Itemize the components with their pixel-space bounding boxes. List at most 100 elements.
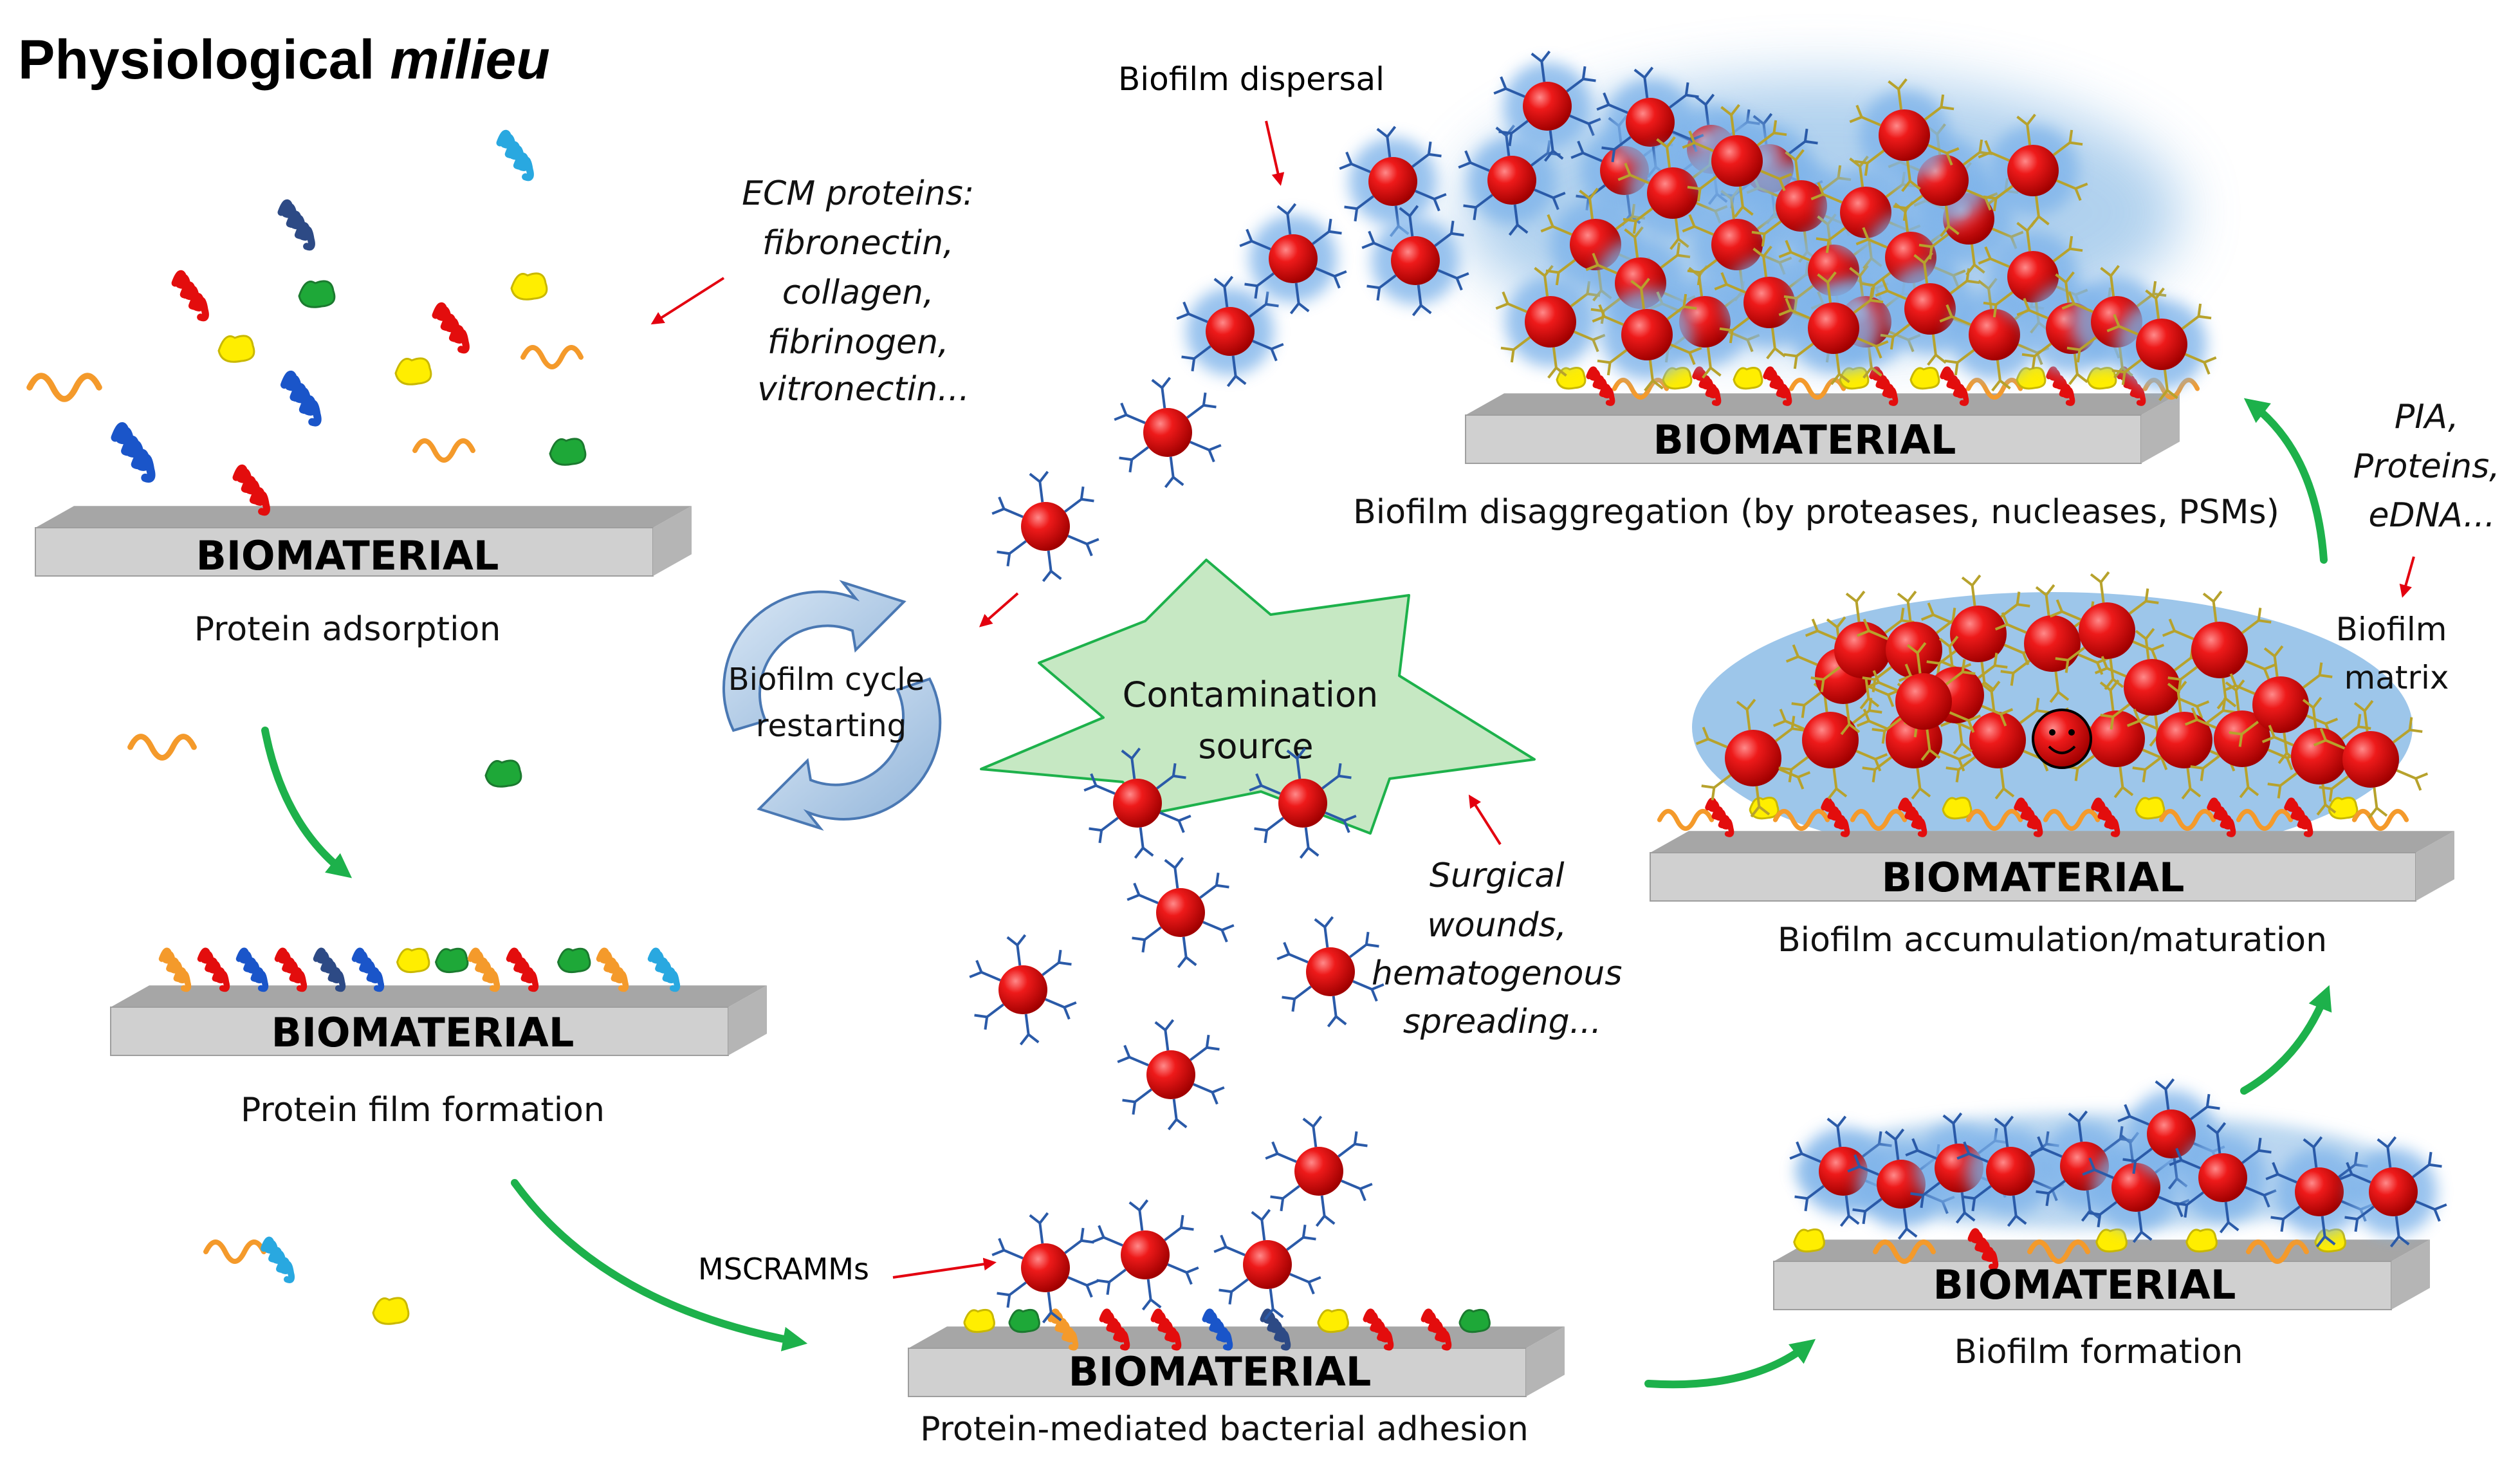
protein-icon bbox=[1421, 1308, 1452, 1351]
protein-icon bbox=[1967, 1228, 1999, 1270]
bacterium-icon bbox=[1114, 376, 1222, 488]
protein-icon bbox=[217, 335, 255, 363]
adhesin-icon bbox=[1805, 590, 1920, 710]
contamination-star bbox=[980, 559, 1536, 835]
bacterium-icon bbox=[1176, 275, 1284, 387]
protein-icon bbox=[2086, 367, 2117, 390]
protein-icon bbox=[298, 280, 336, 308]
pia-pointer-arrow bbox=[2399, 556, 2415, 598]
adhesion-to-formation-arrow bbox=[1644, 1339, 1816, 1389]
protein-icon bbox=[2328, 797, 2359, 820]
matrix-note: Biofilm matrix bbox=[2336, 611, 2458, 696]
protein-icon bbox=[1317, 1308, 1349, 1333]
bacterium-icon bbox=[1866, 642, 1982, 761]
adhesin-icon bbox=[1495, 264, 1606, 379]
pointer-arrows bbox=[650, 120, 2415, 1279]
protein-icon bbox=[1733, 367, 1763, 390]
adhesin-icon bbox=[2313, 700, 2429, 819]
adhesin-icon bbox=[1978, 113, 2088, 228]
decorations bbox=[26, 129, 2409, 1351]
mscramms-label: MSCRAMMs bbox=[698, 1252, 869, 1286]
bacterium-icon bbox=[1495, 264, 1606, 379]
adhesin-icon bbox=[1592, 277, 1702, 392]
protein-icon bbox=[274, 947, 308, 992]
protein-icon bbox=[1657, 809, 1715, 831]
protein-icon bbox=[412, 438, 475, 463]
film-to-adhesion-arrow bbox=[511, 1179, 808, 1351]
protein-icon bbox=[2207, 797, 2236, 837]
bacterium-icon bbox=[1361, 205, 1469, 317]
pia-note: PIA, Proteins, eDNA... bbox=[2353, 398, 2511, 535]
protein-icon bbox=[171, 270, 209, 322]
protein-icon bbox=[2158, 809, 2216, 831]
dispersal-pointer-arrow bbox=[1265, 120, 1285, 186]
bacterium-icon bbox=[1117, 1019, 1225, 1131]
adhesin-icon bbox=[1176, 275, 1284, 387]
restart-pointer-arrow bbox=[979, 592, 1019, 627]
biomaterial-slabs bbox=[35, 393, 2454, 1397]
adhesin-icon bbox=[1493, 50, 1601, 162]
protein-icon bbox=[1821, 797, 1850, 837]
protein-icon bbox=[1363, 1308, 1394, 1351]
bacterium-icon bbox=[1592, 277, 1702, 392]
protein-icon bbox=[2091, 797, 2120, 837]
bacterium-icon bbox=[1339, 125, 1447, 237]
matrix-line-2: matrix bbox=[2344, 659, 2449, 696]
protein-icon bbox=[1772, 809, 1830, 831]
bacteria bbox=[969, 50, 2447, 1324]
protein-icon bbox=[596, 947, 629, 992]
pia-line-3: eDNA... bbox=[2368, 496, 2495, 535]
pia-line-2: Proteins, bbox=[2353, 447, 2500, 486]
bacterium-icon bbox=[1091, 1199, 1199, 1311]
bacterium-icon bbox=[1493, 50, 1601, 162]
bacterium-icon bbox=[1920, 574, 2036, 694]
adhesin-icon bbox=[1239, 203, 1347, 315]
protein-icon bbox=[2135, 797, 2166, 820]
process-arrows bbox=[261, 398, 2332, 1389]
protein-icon bbox=[496, 129, 534, 181]
contamination-line-1: Contamination bbox=[1123, 674, 1379, 715]
surgical-line-3: hematogenous bbox=[1372, 954, 1623, 993]
protein-icon bbox=[158, 947, 192, 992]
cycle-icon bbox=[722, 580, 942, 831]
ecm-line-2: fibronectin, bbox=[762, 224, 954, 263]
protein-icon bbox=[1692, 366, 1722, 406]
protein-icon bbox=[2014, 797, 2043, 837]
ecm-line-1: ECM proteins: bbox=[742, 174, 974, 213]
bacterium-icon bbox=[1956, 1115, 2065, 1227]
mscramms-pointer-arrow bbox=[892, 1257, 997, 1279]
protein-icon bbox=[1260, 1308, 1291, 1351]
adhesin-icon bbox=[2162, 590, 2277, 710]
pia-line-1: PIA, bbox=[2395, 398, 2459, 436]
bacterium-icon bbox=[1849, 78, 1960, 192]
protein-icon bbox=[1965, 809, 2023, 831]
protein-icon bbox=[506, 947, 539, 992]
protein-icon bbox=[1942, 797, 1973, 820]
bacterium-icon bbox=[2169, 1122, 2277, 1234]
surgical-line-1: Surgical bbox=[1430, 857, 1565, 895]
protein-icon bbox=[26, 373, 102, 402]
caption-accumulation: Biofilm accumulation/maturation bbox=[1778, 921, 2327, 960]
protein-icon bbox=[2095, 1228, 2128, 1253]
adhesin-icon bbox=[1083, 747, 1191, 859]
adhesin-icon bbox=[991, 1212, 1099, 1324]
protein-icon bbox=[111, 422, 156, 483]
protein-icon bbox=[2236, 809, 2294, 831]
protein-icon bbox=[1008, 1308, 1040, 1333]
protein-icon bbox=[1612, 378, 1669, 400]
protein-icon bbox=[277, 199, 315, 251]
bacterium-icon bbox=[991, 470, 1099, 582]
slab-protein-film bbox=[110, 985, 767, 1056]
protein-icon bbox=[1047, 1308, 1079, 1351]
protein-icon bbox=[1873, 1239, 1936, 1264]
protein-icon bbox=[1850, 809, 1908, 831]
protein-icon bbox=[1099, 1308, 1130, 1351]
protein-icon bbox=[1202, 1308, 1233, 1351]
adhesin-icon bbox=[1127, 857, 1235, 969]
protein-icon bbox=[127, 734, 197, 761]
surgical-line-4: spreading... bbox=[1403, 1003, 1601, 1041]
adhesin-icon bbox=[1249, 747, 1357, 859]
ecm-note: ECM proteins: fibronectin, collagen, fib… bbox=[742, 174, 985, 409]
bacterium-icon bbox=[2126, 680, 2242, 800]
bacterium-icon bbox=[1127, 857, 1235, 969]
